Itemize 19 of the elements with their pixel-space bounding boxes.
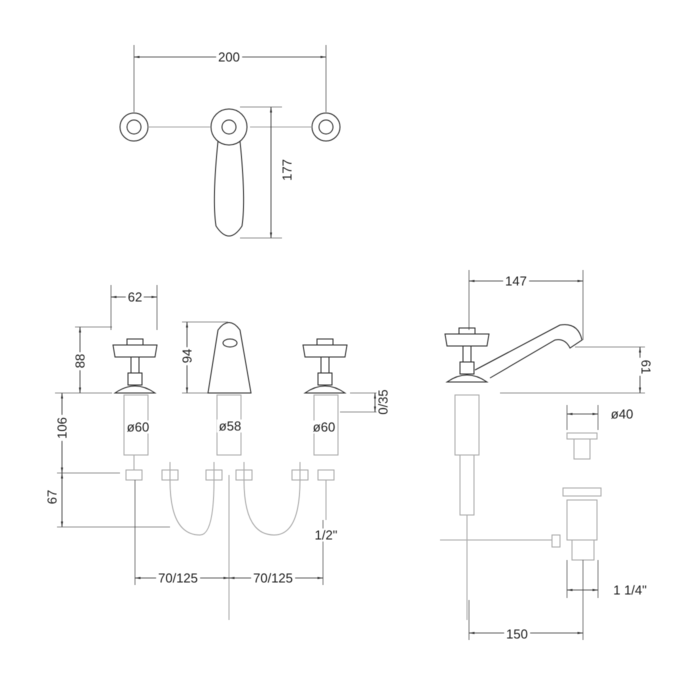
dimension-label: 62	[126, 290, 144, 304]
dimension-label: ø40	[608, 408, 636, 420]
dimension-label: 1 1/4"	[611, 584, 649, 596]
dimension-label: 70/125	[251, 572, 295, 584]
dimension-label: 94	[180, 346, 194, 366]
dimension-label: 0/35	[376, 387, 390, 417]
dimension-label: 88	[74, 352, 86, 370]
dimension-label: ø60	[310, 420, 338, 434]
dimension-label: 61	[640, 358, 652, 376]
dimension-label: 67	[46, 488, 58, 506]
dimension-label: 70/125	[156, 572, 200, 584]
dimension-label: 106	[56, 415, 68, 441]
dimension-label: ø60	[124, 420, 152, 434]
dimension-label: 150	[504, 628, 530, 640]
dimension-label: 147	[503, 274, 529, 288]
dimension-label: 200	[216, 50, 242, 64]
dimension-label: 1/2"	[312, 528, 340, 542]
dimension-label: 177	[280, 157, 294, 183]
dimension-label: ø58	[216, 420, 244, 432]
